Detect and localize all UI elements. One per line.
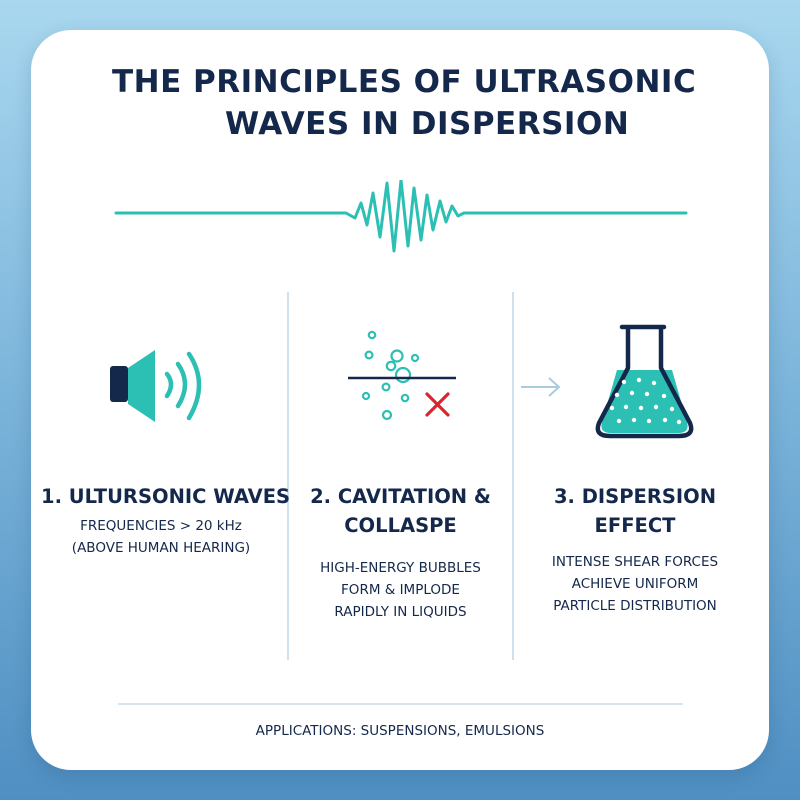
- column-divider-1: [287, 292, 289, 660]
- infographic-card: THE PRINCIPLES OF ULTRASONIC WAVES IN DI…: [31, 30, 769, 770]
- applications-footer: APPLICATIONS: SUSPENSIONS, EMULSIONS: [255, 723, 545, 739]
- step-2-desc-line: HIGH-ENERGY BUBBLES: [320, 560, 481, 576]
- step-1-description: FREQUENCIES > 20 kHz (ABOVE HUMAN HEARIN…: [41, 515, 281, 559]
- flask-icon: [595, 324, 694, 439]
- sound-wave-icon: [114, 180, 688, 253]
- step-2-desc-line: RAPIDLY IN LIQUIDS: [334, 604, 467, 620]
- step-3-description: INTENSE SHEAR FORCES ACHIEVE UNIFORM PAR…: [519, 551, 751, 617]
- column-divider-2: [512, 292, 514, 660]
- step-2-description: HIGH-ENERGY BUBBLES FORM & IMPLODE RAPID…: [293, 557, 508, 623]
- step-3-heading-line: 3. DISPERSION: [553, 485, 717, 508]
- step-1-desc-line: FREQUENCIES > 20 kHz: [80, 518, 242, 534]
- step-3-desc-line: PARTICLE DISTRIBUTION: [553, 598, 717, 614]
- footer-divider: [118, 703, 683, 705]
- step-3-desc-line: ACHIEVE UNIFORM: [571, 576, 699, 592]
- step-2-desc-line: FORM & IMPLODE: [341, 582, 460, 598]
- step-3-heading-line: EFFECT: [594, 514, 676, 537]
- step-2-heading-line: COLLASPE: [344, 514, 457, 537]
- step-3-desc-line: INTENSE SHEAR FORCES: [551, 554, 719, 570]
- arrow-right-icon: [521, 377, 560, 397]
- bubbles-collapse-icon: [348, 330, 456, 421]
- step-2-heading-line: 2. CAVITATION &: [310, 485, 491, 508]
- title-line-1: THE PRINCIPLES OF ULTRASONIC: [112, 64, 697, 100]
- step-3-heading: 3. DISPERSION EFFECT: [519, 482, 751, 540]
- step-1-desc-line: (ABOVE HUMAN HEARING): [71, 540, 251, 556]
- title-line-2: WAVES IN DISPERSION: [225, 106, 630, 142]
- step-1-heading: 1. ULTURSONIC WAVES: [41, 485, 291, 508]
- step-2-heading: 2. CAVITATION & COLLASPE: [293, 482, 508, 540]
- speaker-icon: [110, 350, 202, 422]
